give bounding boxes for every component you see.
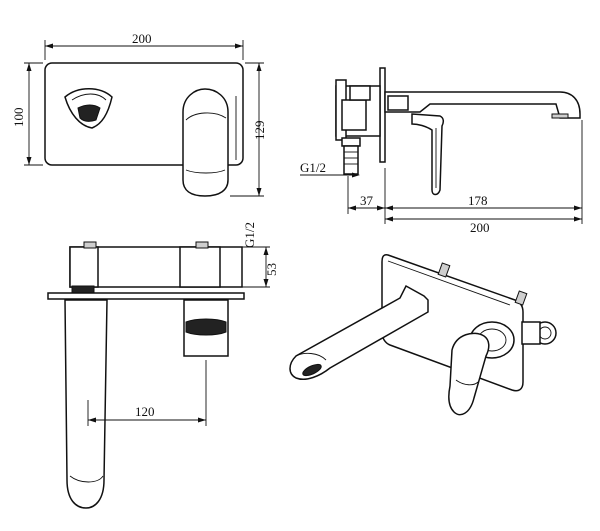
top-spout xyxy=(64,299,108,509)
side-spout xyxy=(384,91,581,119)
dim-side-total-reach: 200 xyxy=(470,220,490,235)
side-handle xyxy=(411,113,445,196)
front-view: 200 100 129 xyxy=(11,31,267,197)
dim-top-body-height: 53 xyxy=(264,263,279,276)
iso-spout xyxy=(289,284,429,380)
dim-front-height: 100 xyxy=(11,108,26,128)
side-inlet xyxy=(341,137,361,147)
dim-front-width: 200 xyxy=(132,31,152,46)
dim-front-handle-height: 129 xyxy=(252,121,267,141)
iso-handle xyxy=(448,332,490,416)
dim-top-inlet-thread: G1/2 xyxy=(242,222,257,248)
side-view: G1/2 37 178 200 xyxy=(300,67,583,235)
dim-side-body-depth: 37 xyxy=(360,193,374,208)
dim-top-spout-offset: 120 xyxy=(135,404,155,419)
top-wall-plate xyxy=(47,292,245,300)
front-handle xyxy=(182,88,229,197)
top-view: G1/2 53 120 xyxy=(47,222,279,509)
isometric-view xyxy=(289,254,557,416)
dim-side-inlet-thread: G1/2 xyxy=(300,160,326,175)
dim-side-spout-reach: 178 xyxy=(468,193,488,208)
